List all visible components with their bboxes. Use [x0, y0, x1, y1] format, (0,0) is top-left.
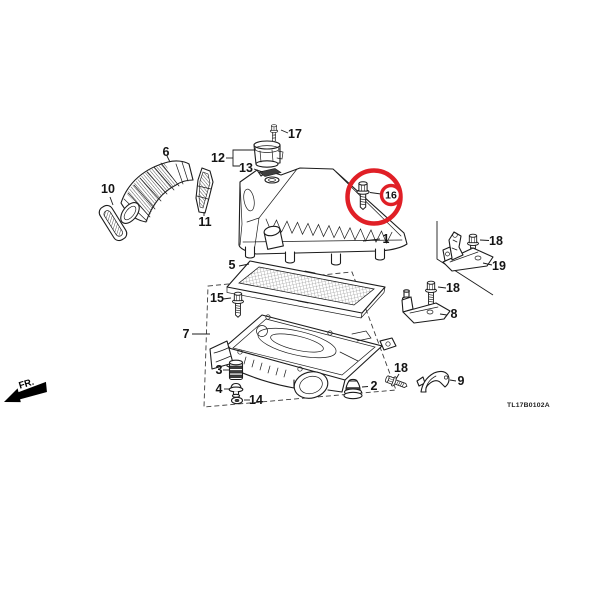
part-10-stay-drawing — [98, 204, 128, 242]
callout-15[interactable]: 15 — [210, 291, 224, 305]
part-2-mount-rubber-drawing — [343, 378, 363, 400]
callout-10[interactable]: 10 — [101, 182, 115, 196]
callout-5[interactable]: 5 — [229, 258, 236, 272]
fr-arrow-icon — [4, 388, 21, 403]
part-8-bracket-drawing — [401, 289, 451, 324]
callout-18-c[interactable]: 18 — [394, 361, 408, 375]
callout-12[interactable]: 12 — [211, 151, 225, 165]
part-13-gasket-drawing — [258, 168, 282, 177]
part-3-mount-rubber-drawing — [228, 359, 244, 381]
part-1-cover-drawing — [238, 167, 408, 266]
highlight-annotation — [345, 168, 403, 226]
callout-14[interactable]: 14 — [249, 393, 263, 407]
part-4-mount-rubber-drawing — [228, 382, 244, 398]
part-17-screw-drawing — [269, 124, 279, 143]
callout-17[interactable]: 17 — [288, 127, 302, 141]
callout-1[interactable]: 1 — [383, 232, 390, 246]
callout-4[interactable]: 4 — [216, 382, 223, 396]
callout-13[interactable]: 13 — [239, 161, 253, 175]
bracket-reference-line — [436, 221, 494, 296]
part-14-washer-drawing — [230, 396, 244, 405]
callout-19[interactable]: 19 — [492, 259, 506, 273]
front-direction-indicator: FR. — [4, 377, 47, 403]
part-5-filter-element-drawing — [226, 260, 386, 319]
diagram-code: TL17B0102A — [507, 402, 550, 409]
callout-18-a[interactable]: 18 — [489, 234, 503, 248]
part-7-lower-housing-drawing — [209, 314, 397, 399]
callout-2[interactable]: 2 — [371, 379, 378, 393]
callout-16-highlighted[interactable]: 16 — [385, 190, 397, 202]
callout-8[interactable]: 8 — [451, 307, 458, 321]
callout-9[interactable]: 9 — [458, 374, 465, 388]
callout-11[interactable]: 11 — [198, 215, 211, 229]
part-9-bracket-drawing — [416, 370, 450, 393]
part-18-bolt-b-drawing — [425, 280, 437, 307]
leader-lines — [109, 129, 493, 401]
part-19-bracket-drawing — [442, 231, 494, 272]
part-15-bolt-drawing — [232, 291, 244, 318]
callout-6[interactable]: 6 — [163, 145, 170, 159]
fr-arrow-shaft — [15, 381, 47, 400]
callout-3[interactable]: 3 — [216, 363, 223, 377]
part-11-stay-drawing — [195, 167, 214, 214]
callout-7[interactable]: 7 — [183, 327, 190, 341]
fr-label: FR. — [17, 377, 35, 392]
part-12-sensor-drawing — [253, 140, 284, 168]
part-18-bolt-c-drawing — [383, 373, 409, 392]
part-6-intake-hose-drawing — [120, 160, 194, 224]
highlight-badge-circle — [379, 183, 403, 207]
callout-18-b[interactable]: 18 — [446, 281, 460, 295]
cover-mount-bosses — [244, 246, 386, 266]
